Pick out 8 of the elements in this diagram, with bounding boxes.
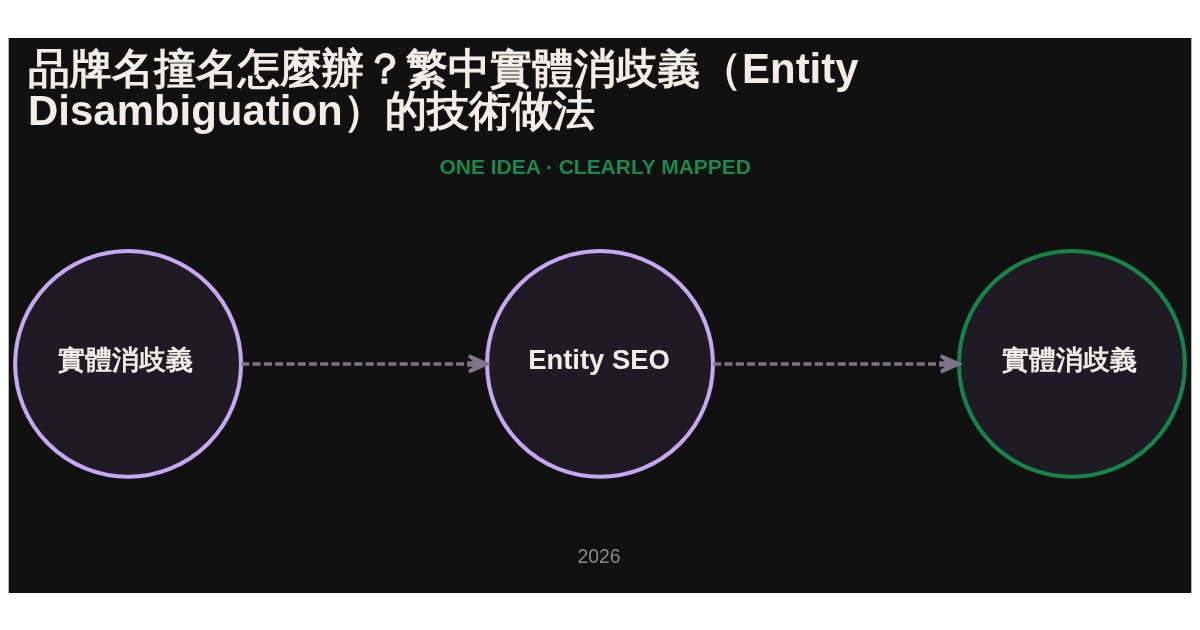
arrow [713,353,961,374]
label: 2026 [577,544,621,567]
label: ONE IDEA · CLEARLY MAPPED [439,154,751,178]
arrow [241,353,489,374]
node-circle: 實體消歧義 [13,248,244,479]
node-circle: Entity SEO [485,248,715,479]
diagram-title: 品牌名撞名怎麼辦？繁中實體消歧義（Entity Disambiguation）的技術做法 [28,44,859,134]
node-circle: 實體消歧義 [956,248,1187,479]
